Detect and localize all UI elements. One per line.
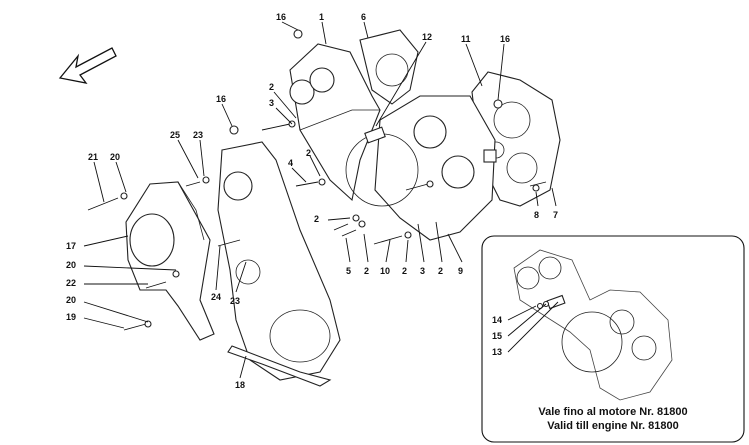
- callout-25: 25: [170, 130, 180, 140]
- callout-17: 17: [66, 241, 76, 251]
- inset-panel: [481, 235, 745, 443]
- callout-16: 16: [500, 34, 510, 44]
- callout-2: 2: [314, 214, 319, 224]
- timing-belt-cover: [217, 141, 341, 387]
- direction-arrow-icon: [58, 47, 117, 84]
- callout-18: 18: [235, 380, 245, 390]
- gasket: [359, 29, 419, 105]
- callout-24: 24: [211, 292, 221, 302]
- callout-16: 16: [276, 12, 286, 22]
- leader-lines: [83, 21, 557, 379]
- callout-13: 13: [492, 347, 502, 357]
- callout-2: 2: [306, 148, 311, 158]
- callout-labels: 16 1 6 12 11 16 16 2 3 2 4 25 23 21 20 2…: [66, 12, 558, 390]
- callout-2: 2: [438, 266, 443, 276]
- callout-4: 4: [288, 158, 293, 168]
- callout-10: 10: [380, 266, 390, 276]
- callout-20: 20: [110, 152, 120, 162]
- callout-1: 1: [319, 12, 324, 22]
- callout-22: 22: [66, 278, 76, 288]
- callout-7: 7: [553, 210, 558, 220]
- inset-note: Vale fino al motore Nr. 81800 Valid till…: [482, 405, 744, 433]
- callout-2: 2: [269, 82, 274, 92]
- callout-8: 8: [534, 210, 539, 220]
- callout-2: 2: [402, 266, 407, 276]
- callout-6: 6: [361, 12, 366, 22]
- callout-12: 12: [422, 32, 432, 42]
- inset-note-line-1: Vale fino al motore Nr. 81800: [538, 406, 688, 418]
- callout-21: 21: [88, 152, 98, 162]
- callout-3: 3: [420, 266, 425, 276]
- callout-20: 20: [66, 260, 76, 270]
- center-cover: [345, 95, 497, 241]
- callout-3: 3: [269, 98, 274, 108]
- callout-9: 9: [458, 266, 463, 276]
- callout-23: 23: [193, 130, 203, 140]
- callout-20: 20: [66, 295, 76, 305]
- inset-note-line-2: Valid till engine Nr. 81800: [547, 420, 679, 432]
- callout-14: 14: [492, 315, 502, 325]
- callout-11: 11: [461, 34, 471, 44]
- callout-2: 2: [364, 266, 369, 276]
- callout-15: 15: [492, 331, 502, 341]
- small-cover-bracket: [125, 181, 215, 341]
- callout-23: 23: [230, 296, 240, 306]
- callout-16: 16: [216, 94, 226, 104]
- callout-19: 19: [66, 312, 76, 322]
- callout-5: 5: [346, 266, 351, 276]
